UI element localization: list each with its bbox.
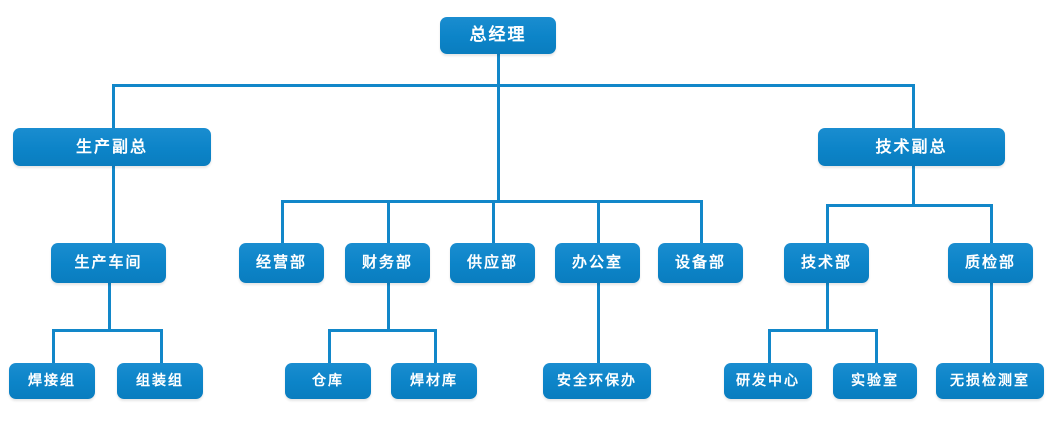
node-label: 生产副总	[75, 136, 148, 156]
node-label: 生产车间	[74, 253, 143, 271]
connector-to-supply-dept	[492, 200, 495, 243]
connector-top-bus	[112, 84, 915, 87]
node-label: 供应部	[466, 253, 518, 271]
node-ndt-room[interactable]: 无损检测室	[936, 363, 1044, 399]
node-warehouse[interactable]: 仓库	[285, 363, 371, 399]
node-finance-dept[interactable]: 财务部	[345, 243, 430, 283]
connector-to-office	[597, 200, 600, 243]
connector-to-warehouse	[328, 329, 331, 363]
connector-technical-vp-stem	[912, 166, 915, 206]
node-equipment-dept[interactable]: 设备部	[658, 243, 743, 283]
connector-technical-bus	[826, 204, 993, 207]
connector-technology-stem	[826, 283, 829, 331]
node-production-workshop[interactable]: 生产车间	[51, 243, 166, 283]
node-label: 财务部	[361, 253, 413, 271]
node-label: 经营部	[255, 253, 307, 271]
connector-to-finance-dept	[387, 200, 390, 243]
node-label: 无损检测室	[950, 372, 1030, 389]
node-label: 设备部	[674, 253, 726, 271]
node-safety-env-office[interactable]: 安全环保办	[543, 363, 651, 399]
node-label: 实验室	[851, 372, 899, 389]
node-label: 办公室	[571, 253, 623, 271]
node-technical-vp[interactable]: 技术副总	[818, 128, 1005, 166]
connector-gm-center-drop	[497, 84, 500, 202]
connector-to-technology-dept	[826, 204, 829, 243]
node-label: 焊接组	[28, 372, 76, 389]
node-general-manager[interactable]: 总经理	[440, 17, 556, 54]
node-supply-dept[interactable]: 供应部	[450, 243, 535, 283]
node-quality-dept[interactable]: 质检部	[948, 243, 1033, 283]
connector-to-equipment-dept	[700, 200, 703, 243]
connector-workshop-bus	[52, 329, 163, 332]
node-office[interactable]: 办公室	[555, 243, 640, 283]
node-label: 质检部	[964, 253, 1016, 271]
node-label: 总经理	[469, 24, 527, 45]
connector-to-welding-material-warehouse	[434, 329, 437, 363]
node-label: 焊材库	[410, 372, 458, 389]
node-business-dept[interactable]: 经营部	[239, 243, 324, 283]
node-technology-dept[interactable]: 技术部	[784, 243, 869, 283]
connector-to-laboratory	[875, 329, 878, 363]
node-laboratory[interactable]: 实验室	[833, 363, 917, 399]
node-label: 技术副总	[875, 136, 948, 156]
node-label: 安全环保办	[557, 372, 637, 389]
node-assembly-group[interactable]: 组装组	[117, 363, 203, 399]
node-welding-group[interactable]: 焊接组	[9, 363, 95, 399]
node-production-vp[interactable]: 生产副总	[13, 128, 211, 166]
connector-to-production-vp	[112, 84, 115, 129]
connector-to-rd-center	[768, 329, 771, 363]
connector-quality-to-ndt	[990, 283, 993, 363]
connector-to-quality-dept	[990, 204, 993, 243]
connector-to-business-dept	[281, 200, 284, 243]
connector-to-technical-vp	[912, 84, 915, 129]
connector-workshop-stem	[108, 283, 111, 331]
node-label: 研发中心	[736, 372, 800, 389]
connector-gm-stem	[497, 53, 500, 85]
connector-office-to-safety	[597, 283, 600, 363]
connector-to-welding-group	[52, 329, 55, 363]
node-label: 组装组	[136, 372, 184, 389]
connector-technology-bus	[768, 329, 878, 332]
connector-finance-stem	[387, 283, 390, 331]
connector-finance-bus	[328, 329, 437, 332]
connector-to-assembly-group	[160, 329, 163, 363]
node-label: 仓库	[312, 372, 344, 389]
node-label: 技术部	[800, 253, 852, 271]
node-welding-material-warehouse[interactable]: 焊材库	[391, 363, 477, 399]
node-rd-center[interactable]: 研发中心	[724, 363, 812, 399]
connector-production-vp-stem	[112, 166, 115, 243]
